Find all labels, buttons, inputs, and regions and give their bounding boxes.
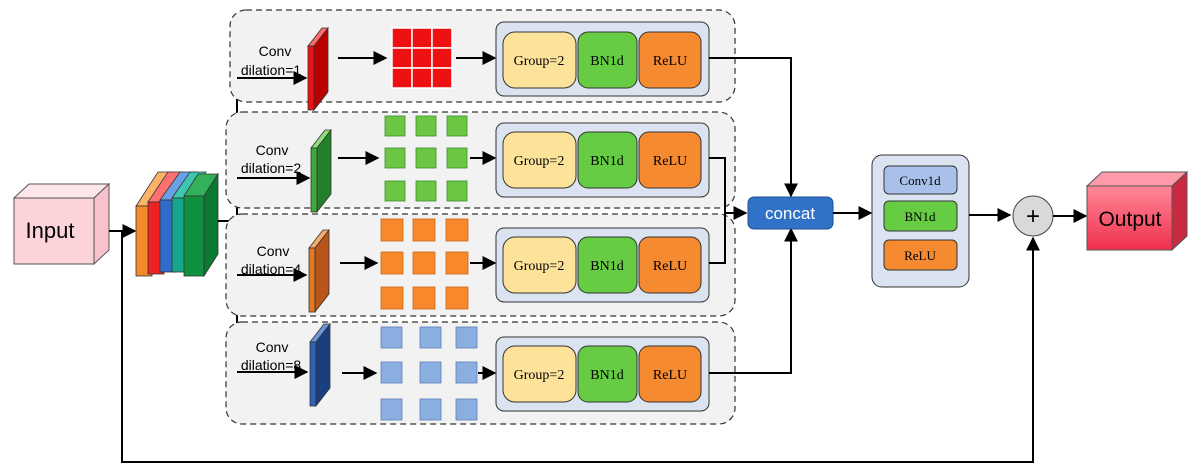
branch-3-bn-label: BN1d	[590, 259, 623, 274]
branch-1-dilation-label: dilation=1	[241, 62, 302, 78]
output-block: Output	[1085, 170, 1189, 252]
branch-1-group-box	[502, 31, 577, 89]
branch-4-group-label: Group=2	[514, 368, 565, 383]
branch-2-kernel-grid	[384, 115, 468, 202]
head-bn-label: BN1d	[904, 209, 936, 224]
branch-4-group-box	[502, 345, 577, 403]
head-relu-box	[883, 239, 958, 271]
branch-4-dilation-label: dilation=8	[241, 357, 302, 373]
branch-1-group-label: Group=2	[514, 54, 565, 69]
branch-4-kernel-grid	[380, 326, 478, 421]
add-symbol: +	[1026, 203, 1040, 230]
input-label: Input	[26, 218, 75, 243]
branch-2-relu-box	[638, 131, 702, 189]
branch-3-conv-label: Conv	[257, 243, 290, 259]
residual-skip-connection	[121, 231, 1040, 463]
branch-2-dilation-label: dilation=2	[241, 160, 302, 176]
branch-3-bn-box	[577, 236, 638, 294]
head-relu-label: ReLU	[904, 248, 936, 263]
branch-3-group-box	[502, 236, 577, 294]
input-block: Input	[12, 182, 111, 266]
head-conv1d-box	[883, 165, 958, 195]
branch-2-conv-slab	[310, 128, 332, 214]
branch-1-relu-box	[638, 31, 702, 89]
branch-3-relu-label: ReLU	[653, 259, 687, 274]
branch-3-relu-box	[638, 236, 702, 294]
branch-2-group-label: Group=2	[514, 154, 565, 169]
branch-4-conv-slab	[309, 322, 331, 408]
branch-4-relu-box	[638, 345, 702, 403]
branch-1-conv-slab	[307, 26, 329, 112]
branch-2-conv-label: Conv	[256, 142, 289, 158]
branch-2-group-box	[502, 131, 577, 189]
branch-2: Conv dilation=2 Group=2 BN1d ReLU	[237, 115, 710, 214]
branch-4: Conv dilation=8 Group=2 BN1d ReLU	[237, 322, 710, 421]
head-bn-box	[883, 200, 958, 232]
output-label: Output	[1098, 208, 1161, 231]
feature-stack	[135, 171, 219, 278]
concat-connectors	[709, 57, 798, 374]
head-conv1d-label: Conv1d	[899, 173, 941, 188]
branch-3-dilation-label: dilation=4	[241, 261, 302, 277]
branch-2-bn-label: BN1d	[590, 154, 623, 169]
branch-2-relu-label: ReLU	[653, 154, 687, 169]
branch-3-conv-slab	[308, 228, 330, 314]
branch-4-conv-label: Conv	[256, 339, 289, 355]
branch-3-kernel-grid	[380, 218, 469, 310]
branch-3: Conv dilation=4 Group=2 BN1d ReLU	[237, 218, 710, 314]
branch-1: Conv dilation=1 Group=2 BN1d ReLU	[237, 21, 710, 112]
branch-4-bn-label: BN1d	[590, 368, 623, 383]
branch-1-bn-box	[577, 31, 638, 89]
branch-2-bn-box	[577, 131, 638, 189]
head-block: Conv1d BN1d ReLU	[871, 154, 970, 288]
branch-4-relu-label: ReLU	[653, 368, 687, 383]
branch-4-bn-box	[577, 345, 638, 403]
branch-3-group-label: Group=2	[514, 259, 565, 274]
branch-1-bn-label: BN1d	[590, 54, 623, 69]
branch-1-conv-label: Conv	[259, 43, 292, 59]
concat-label: concat	[765, 204, 815, 223]
branch-1-relu-label: ReLU	[653, 54, 687, 69]
branch-1-kernel-grid	[391, 27, 453, 89]
